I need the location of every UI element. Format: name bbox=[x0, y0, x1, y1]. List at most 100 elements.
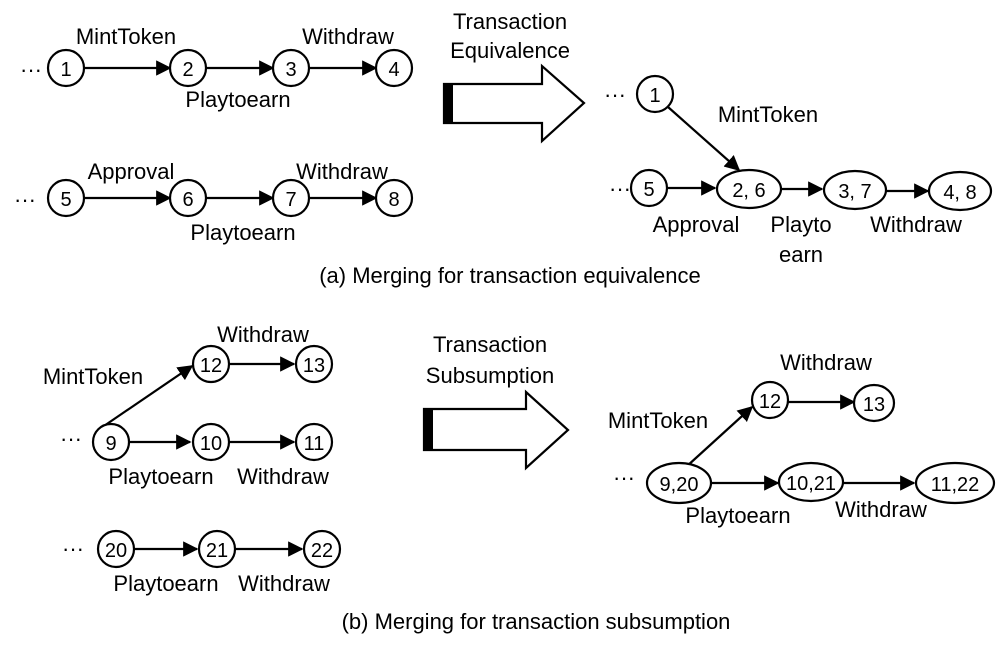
merged-graph-b: ··· 12 13 9,20 10,21 11,22 Withdraw Mint… bbox=[608, 350, 996, 528]
node-3-7: 3, 7 bbox=[822, 169, 888, 211]
block-arrow-tail bbox=[444, 84, 453, 123]
node-11: 11 bbox=[294, 422, 334, 462]
node-6: 6 bbox=[168, 178, 208, 218]
svg-text:13: 13 bbox=[303, 355, 325, 377]
chain-a-bottom: ··· 5 6 7 8 Approval Playtoearn Withdraw bbox=[14, 159, 414, 245]
edge-label-minttoken: MintToken bbox=[718, 102, 818, 127]
svg-text:22: 22 bbox=[311, 540, 333, 562]
edge-label-minttoken: MintToken bbox=[43, 364, 143, 389]
node-4-8: 4, 8 bbox=[927, 170, 993, 212]
svg-text:4: 4 bbox=[388, 59, 399, 81]
ellipsis: ··· bbox=[609, 176, 631, 201]
edge-920-12 bbox=[685, 405, 754, 468]
svg-text:4, 8: 4, 8 bbox=[943, 182, 976, 204]
node-10: 10 bbox=[191, 422, 231, 462]
svg-text:9,20: 9,20 bbox=[660, 474, 699, 496]
svg-text:5: 5 bbox=[643, 179, 654, 201]
arrow-label-line2: Subsumption bbox=[426, 363, 554, 388]
svg-text:21: 21 bbox=[206, 540, 228, 562]
svg-text:3: 3 bbox=[285, 59, 296, 81]
chain-a-top: ··· 1 2 3 4 MintToken Playtoearn Withdra… bbox=[20, 24, 414, 112]
arrow-label-line1: Transaction bbox=[433, 332, 547, 357]
svg-text:5: 5 bbox=[60, 189, 71, 211]
svg-text:11: 11 bbox=[304, 433, 325, 455]
node-10-21: 10,21 bbox=[777, 461, 845, 503]
svg-text:10: 10 bbox=[200, 433, 222, 455]
node-12: 12 bbox=[191, 344, 231, 384]
svg-text:12: 12 bbox=[759, 391, 781, 413]
transaction-equivalence-arrow: Transaction Equivalence bbox=[442, 9, 586, 144]
node-20: 20 bbox=[96, 529, 136, 569]
node-13: 13 bbox=[294, 344, 334, 384]
edge-label-withdraw: Withdraw bbox=[835, 497, 927, 522]
edge-9-12 bbox=[100, 365, 194, 429]
edge-label-withdraw: Withdraw bbox=[780, 350, 872, 375]
edge-label-withdraw: Withdraw bbox=[237, 464, 329, 489]
node-11-22: 11,22 bbox=[914, 461, 996, 505]
arrow-label-line1: Transaction bbox=[453, 9, 567, 34]
svg-text:1: 1 bbox=[649, 85, 660, 107]
block-arrow-tail bbox=[424, 409, 433, 450]
caption-b: (b) Merging for transaction subsumption bbox=[342, 609, 731, 634]
ellipsis: ··· bbox=[14, 187, 36, 212]
node-1: 1 bbox=[46, 48, 86, 88]
edge-label-playtoearn-line1: Playto bbox=[770, 212, 831, 237]
svg-text:2, 6: 2, 6 bbox=[732, 180, 765, 202]
svg-text:2: 2 bbox=[182, 59, 193, 81]
node-8: 8 bbox=[374, 178, 414, 218]
node-9-20: 9,20 bbox=[645, 461, 713, 505]
svg-text:20: 20 bbox=[105, 540, 127, 562]
chain-b-branch: ··· 9 12 10 13 11 MintToken Withdraw Pla… bbox=[43, 322, 334, 489]
node-2: 2 bbox=[168, 48, 208, 88]
svg-text:10,21: 10,21 bbox=[786, 473, 836, 495]
svg-text:13: 13 bbox=[863, 394, 885, 416]
transaction-subsumption-arrow: Transaction Subsumption bbox=[422, 332, 570, 471]
node-12-merged: 12 bbox=[750, 380, 790, 420]
svg-text:8: 8 bbox=[388, 189, 399, 211]
edge-label-withdraw: Withdraw bbox=[296, 159, 388, 184]
edge-label-withdraw: Withdraw bbox=[217, 322, 309, 347]
ellipsis: ··· bbox=[604, 82, 626, 107]
block-arrow-icon bbox=[442, 63, 586, 144]
ellipsis: ··· bbox=[60, 426, 82, 451]
edge-label-playtoearn: Playtoearn bbox=[190, 220, 295, 245]
node-4: 4 bbox=[374, 48, 414, 88]
chain-b-second: ··· 20 21 22 Playtoearn Withdraw bbox=[62, 529, 342, 596]
edge-label-minttoken: MintToken bbox=[608, 408, 708, 433]
edge-label-withdraw: Withdraw bbox=[238, 571, 330, 596]
svg-text:3, 7: 3, 7 bbox=[838, 181, 871, 203]
edge-label-withdraw: Withdraw bbox=[870, 212, 962, 237]
edge-label-playtoearn: Playtoearn bbox=[108, 464, 213, 489]
svg-text:6: 6 bbox=[182, 189, 193, 211]
edge-label-approval: Approval bbox=[653, 212, 740, 237]
ellipsis: ··· bbox=[613, 465, 635, 490]
edge-label-playtoearn: Playtoearn bbox=[685, 503, 790, 528]
svg-text:11,22: 11,22 bbox=[931, 474, 980, 496]
node-2-6: 2, 6 bbox=[715, 168, 783, 210]
node-3: 3 bbox=[271, 48, 311, 88]
node-5: 5 bbox=[46, 178, 86, 218]
ellipsis: ··· bbox=[62, 536, 84, 561]
node-1-merged: 1 bbox=[635, 74, 675, 114]
node-7: 7 bbox=[271, 178, 311, 218]
svg-text:9: 9 bbox=[105, 433, 116, 455]
svg-text:12: 12 bbox=[200, 355, 222, 377]
svg-text:1: 1 bbox=[60, 59, 71, 81]
block-arrow-icon bbox=[422, 389, 570, 471]
node-22: 22 bbox=[302, 529, 342, 569]
edge-label-minttoken: MintToken bbox=[76, 24, 176, 49]
svg-text:7: 7 bbox=[285, 189, 296, 211]
caption-a: (a) Merging for transaction equivalence bbox=[319, 263, 701, 288]
edge-label-playtoearn: Playtoearn bbox=[113, 571, 218, 596]
arrow-label-line2: Equivalence bbox=[450, 38, 570, 63]
ellipsis: ··· bbox=[20, 57, 42, 82]
edge-label-playtoearn-line2: earn bbox=[779, 242, 823, 267]
edge-label-withdraw: Withdraw bbox=[302, 24, 394, 49]
edge-label-playtoearn: Playtoearn bbox=[185, 87, 290, 112]
edge-1-merged bbox=[667, 106, 741, 172]
merged-graph-a: ··· ··· 1 5 2, 6 3, 7 4, 8 MintToken App… bbox=[604, 74, 993, 267]
node-13-merged: 13 bbox=[852, 383, 896, 423]
edge-label-approval: Approval bbox=[88, 159, 175, 184]
node-5-merged: 5 bbox=[629, 168, 669, 208]
